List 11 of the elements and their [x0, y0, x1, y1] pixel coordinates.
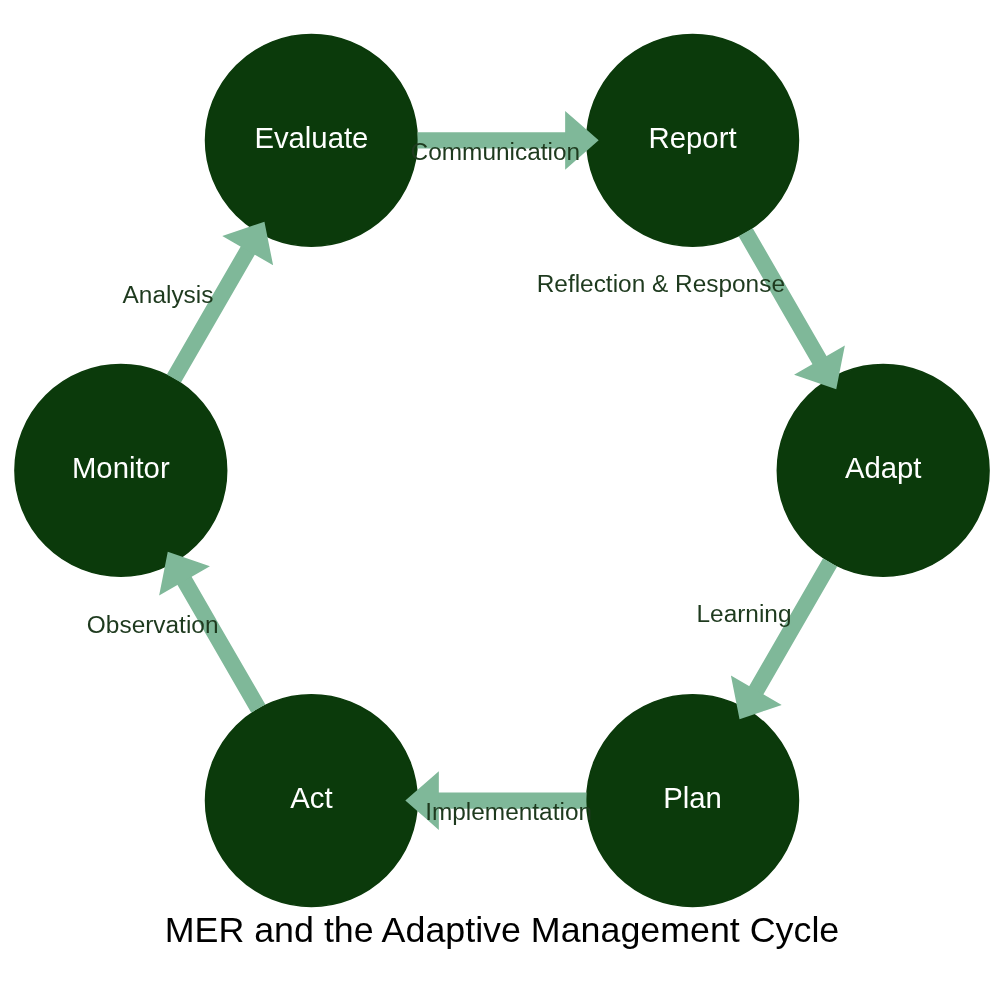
arrow [166, 221, 274, 383]
node-circle: Monitor [14, 363, 228, 577]
arrow [730, 557, 838, 719]
edge-label: Learning [696, 599, 792, 627]
arrow [159, 551, 266, 713]
diagram-title: MER and the Adaptive Management Cycle [164, 909, 840, 950]
node-circle: Report [585, 33, 800, 247]
edge-label: Analysis [122, 280, 214, 308]
node-circle: Act [204, 693, 419, 907]
node-circle: Adapt [776, 363, 990, 577]
arrow [738, 227, 845, 389]
